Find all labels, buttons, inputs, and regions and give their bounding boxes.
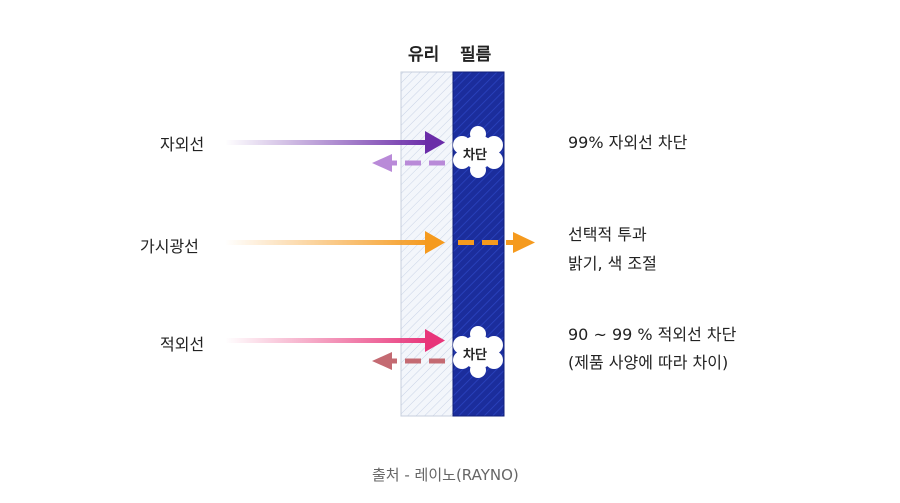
result-visible-line1: 선택적 투과 [568,225,647,244]
ir-arrow [225,329,445,352]
visible-arrow [225,231,445,254]
uv-reflect-arrow [372,154,445,172]
block-cloud-uv [453,126,503,178]
result-uv-line1: 99% 자외선 차단 [568,133,688,152]
block-cloud-ir [453,326,503,378]
visible-transmit-arrow [458,232,535,253]
glass-header: 유리 [408,45,440,65]
block-label-ir: 차단 [463,348,487,363]
label-uv: 자외선 [160,135,205,154]
label-visible: 가시광선 [140,237,199,256]
ir-reflect-arrow [372,352,445,370]
block-label-uv: 차단 [463,148,487,163]
result-visible-line2: 밝기, 색 조절 [568,254,657,273]
film-header: 필름 [460,45,492,65]
label-ir: 적외선 [160,335,205,354]
source-caption: 출처 - 레이노(RAYNO) [372,466,519,484]
result-ir-line1: 90 ~ 99 % 적외선 차단 [568,325,737,344]
uv-arrow [225,131,445,154]
result-ir-line2: (제품 사양에 따라 차이) [568,353,729,372]
